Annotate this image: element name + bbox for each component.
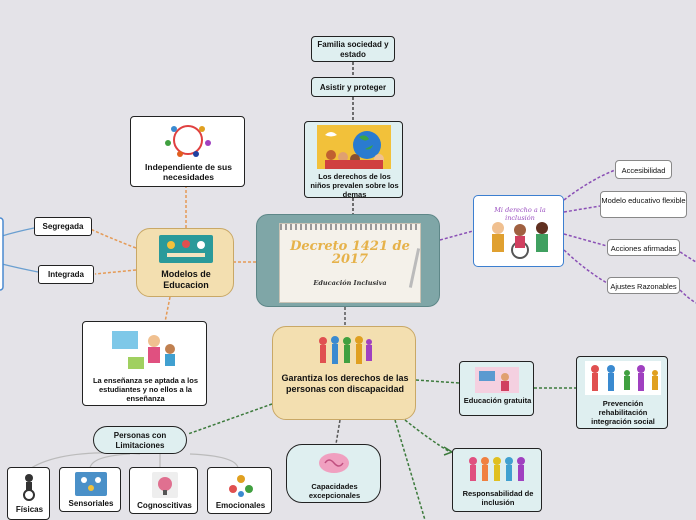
families-image xyxy=(585,361,661,395)
sensoriales-label: Sensoriales xyxy=(68,499,114,508)
children-globe-image xyxy=(317,125,391,169)
people-group-image xyxy=(469,457,525,481)
integrada-label: Integrada xyxy=(47,270,84,279)
prevencion-label: Prevención rehabilitación integración so… xyxy=(591,399,655,426)
responsabilidad-label: Responsabilidad de inclusión xyxy=(462,489,534,507)
classroom-gratuita-image xyxy=(475,367,519,393)
prevencion-node[interactable]: Prevención rehabilitación integración so… xyxy=(576,356,668,429)
educacion-gratuita-node[interactable]: Educación gratuita xyxy=(459,361,534,416)
familia-sociedad-estado-node[interactable]: Familia sociedad y estado xyxy=(311,36,395,62)
cognoscitivas-node[interactable]: Cognoscitivas xyxy=(129,467,198,514)
derechos-ninos-node[interactable]: Los derechos de los niños prevalen sobre… xyxy=(304,121,403,199)
acciones-label: Acciones afirmadas xyxy=(610,244,677,253)
ensenanza-node[interactable]: La enseñanza se aptada a los estudiantes… xyxy=(82,321,207,406)
brain-icon xyxy=(152,472,178,498)
ajustes-label: Ajustes Razonables xyxy=(610,282,677,291)
children-circle-image xyxy=(152,121,224,159)
educacion-gratuita-label: Educación gratuita xyxy=(463,396,532,405)
acciones-afirmadas-node[interactable]: Acciones afirmadas xyxy=(607,239,680,256)
diverse-people-image xyxy=(319,336,372,364)
central-topic-node[interactable]: Decreto 1421 de 2017 Educación Inclusiva xyxy=(256,214,440,307)
senses-icon xyxy=(75,472,107,496)
familia-label: Familia sociedad y estado xyxy=(317,40,389,59)
emocionales-label: Emocionales xyxy=(215,501,266,510)
inclusion-image-text: Mi derecho a la inclusión xyxy=(494,206,546,222)
modelo-flexible-node[interactable]: Modelo educativo flexible xyxy=(600,191,687,218)
capacidades-excepcionales-node[interactable]: Capacidades excepcionales xyxy=(286,444,381,503)
brain-gifted-icon xyxy=(319,453,349,473)
garantiza-label: Garantiza los derechos de las personas c… xyxy=(281,373,409,394)
cognoscitivas-label: Cognoscitivas xyxy=(137,501,192,510)
classroom-image xyxy=(108,327,182,373)
accesibilidad-node[interactable]: Accesibilidad xyxy=(615,160,672,179)
inclusion-image-node[interactable]: Mi derecho a la inclusión xyxy=(473,195,564,267)
asistir-label: Asistir y proteger xyxy=(319,83,387,92)
garantiza-derechos-node[interactable]: Garantiza los derechos de las personas c… xyxy=(272,326,416,420)
inclusion-children-image xyxy=(492,222,548,259)
responsabilidad-inclusion-node[interactable]: Responsabilidad de inclusión xyxy=(452,448,542,512)
derechos-label: Los derechos de los niños prevalen sobre… xyxy=(310,172,399,199)
modelos-educacion-node[interactable]: Modelos de Educacion xyxy=(136,228,234,297)
independiente-label: Independiente de sus necesidades xyxy=(145,162,232,182)
fisicas-label: Físicas xyxy=(15,505,44,514)
emotions-icon xyxy=(229,475,253,497)
personas-limitaciones-node[interactable]: Personas con Limitaciones xyxy=(93,426,187,454)
ensenanza-label: La enseñanza se aptada a los estudiantes… xyxy=(92,376,199,403)
segregada-label: Segregada xyxy=(42,222,84,231)
central-title: Decreto 1421 de 2017 xyxy=(290,239,410,267)
segregada-node[interactable]: Segregada xyxy=(34,217,92,236)
modelo-flexible-label: Modelo educativo flexible xyxy=(601,196,686,205)
capacidades-label: Capacidades excepcionales xyxy=(308,482,361,500)
personas-label: Personas con Limitaciones xyxy=(113,431,167,450)
emocionales-node[interactable]: Emocionales xyxy=(207,467,272,514)
central-subtitle: Educación Inclusiva xyxy=(313,279,387,287)
integrada-node[interactable]: Integrada xyxy=(38,265,94,284)
modelos-label: Modelos de Educacion xyxy=(161,269,211,290)
independiente-node[interactable]: Independiente de sus necesidades xyxy=(130,116,245,187)
fisicas-node[interactable]: Físicas xyxy=(7,467,50,520)
ajustes-razonables-node[interactable]: Ajustes Razonables xyxy=(607,277,680,294)
accesibilidad-label: Accesibilidad xyxy=(621,166,666,175)
sensoriales-node[interactable]: Sensoriales xyxy=(59,467,121,512)
wheelchair-icon xyxy=(23,474,35,501)
decreto-paper-image: Decreto 1421 de 2017 Educación Inclusiva xyxy=(279,223,421,303)
asistir-proteger-node[interactable]: Asistir y proteger xyxy=(311,77,395,97)
education-icons-image xyxy=(159,235,213,263)
